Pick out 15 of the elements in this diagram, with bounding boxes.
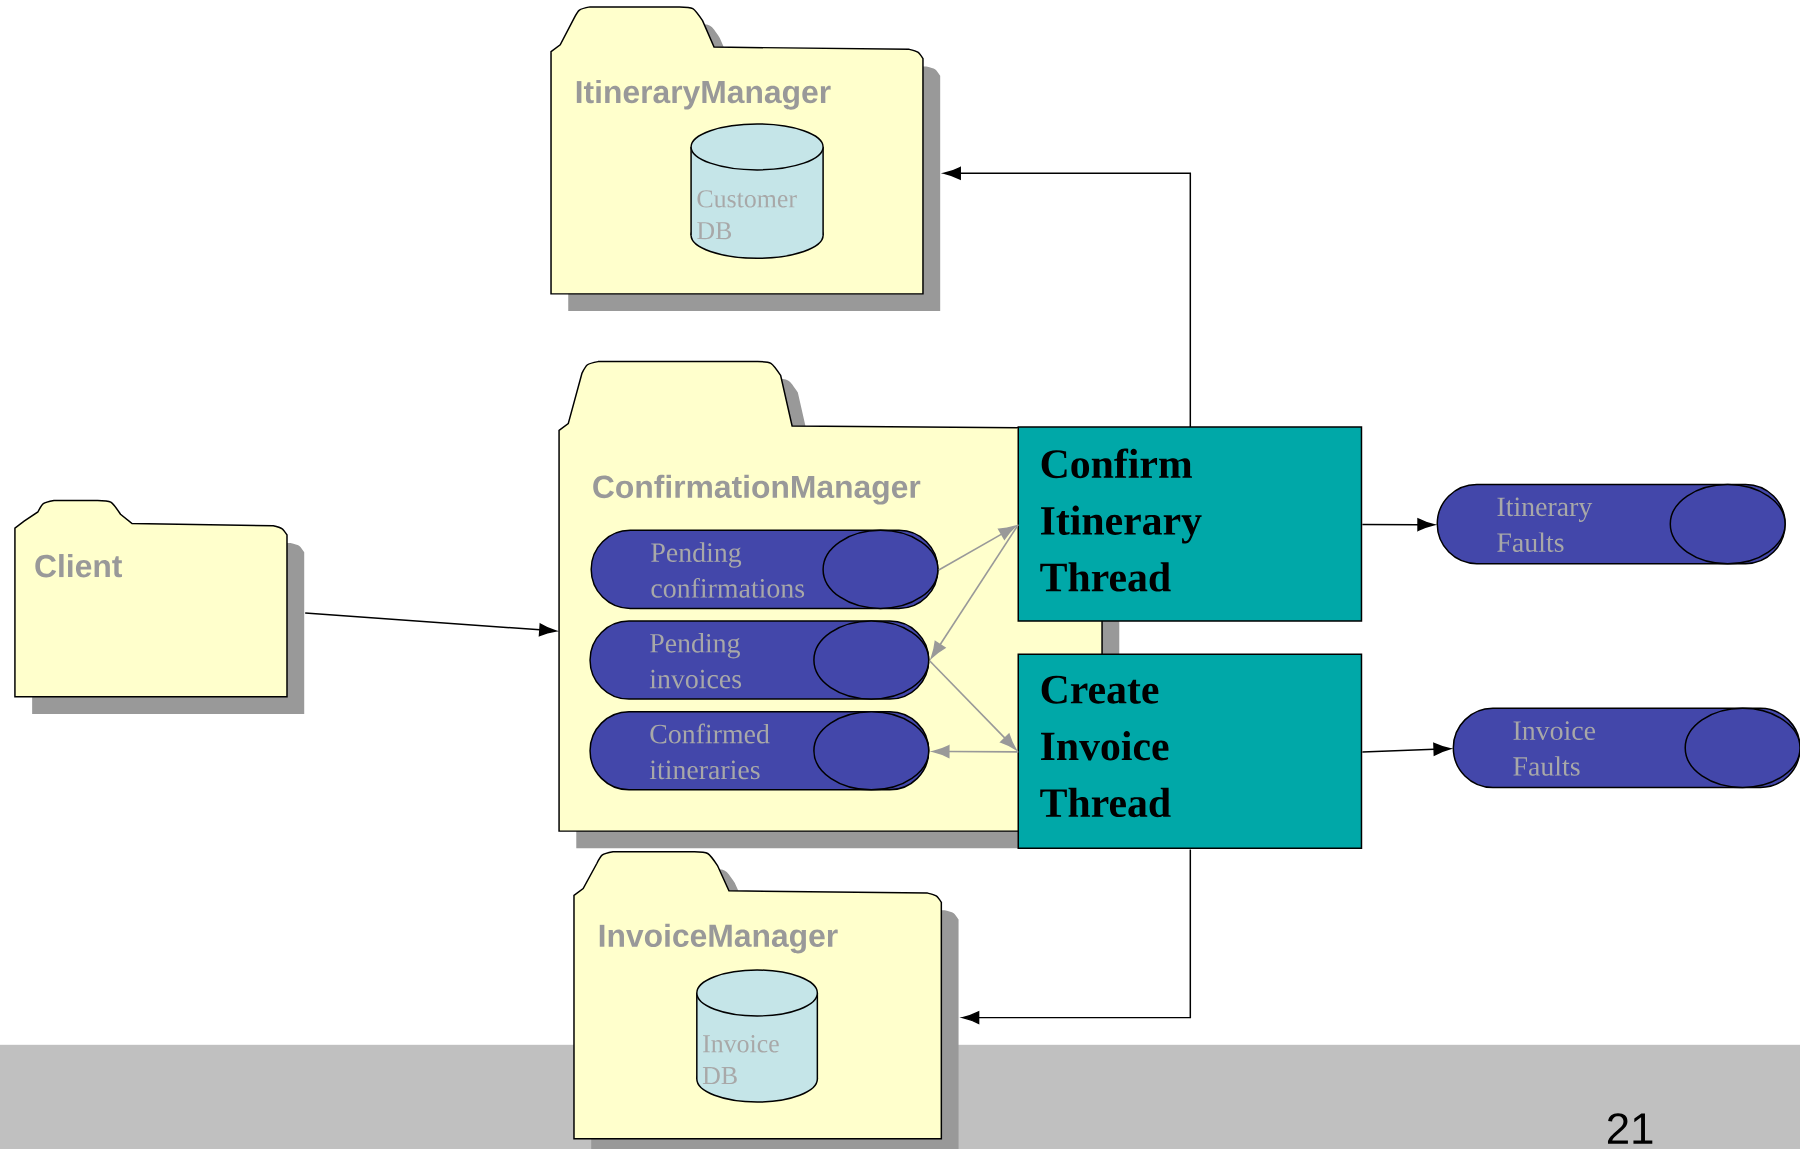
- arrow: [932, 745, 1020, 758]
- process-box: Create Invoice Thread: [1017, 653, 1363, 850]
- arrow: [1361, 742, 1451, 756]
- database-cylinder: Invoice DB: [696, 969, 819, 1103]
- process-box: Confirm Itinerary Thread: [1017, 426, 1363, 622]
- database-cylinder: Customer DB: [690, 123, 824, 259]
- arrow: [1361, 518, 1435, 532]
- arrow: [961, 848, 1192, 1025]
- page-number: 21: [1608, 1113, 1653, 1144]
- arrow: [930, 523, 1020, 659]
- arrow: [943, 166, 1192, 428]
- arrow: [937, 525, 1016, 571]
- arrow: [304, 612, 557, 637]
- arrow: [928, 659, 1017, 751]
- folder: Client: [14, 499, 305, 714]
